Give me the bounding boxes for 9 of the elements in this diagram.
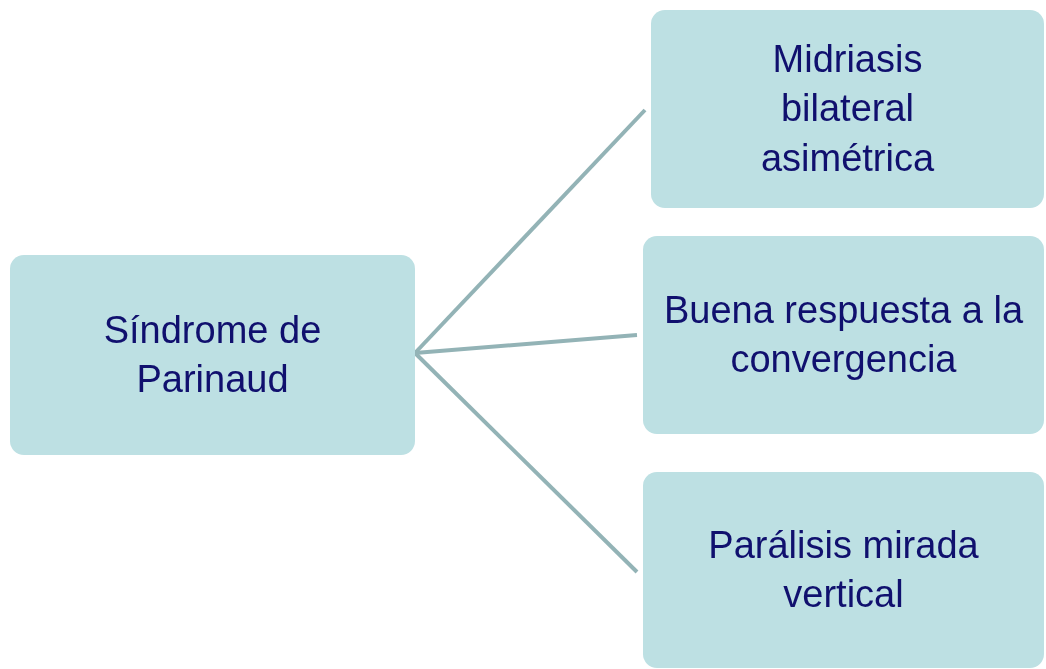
node-label: Buena respuesta a la convergencia [662, 287, 1025, 382]
node-label: Midriasis bilateral asimétrica [759, 36, 936, 181]
node-label: Síndrome de Parinaud [102, 307, 323, 402]
rounded-box [643, 472, 1044, 668]
node-label: Parálisis mirada vertical [707, 522, 980, 617]
connector-line [413, 351, 639, 574]
rounded-box [651, 10, 1044, 208]
rounded-box [10, 255, 415, 455]
rounded-box [643, 236, 1044, 434]
